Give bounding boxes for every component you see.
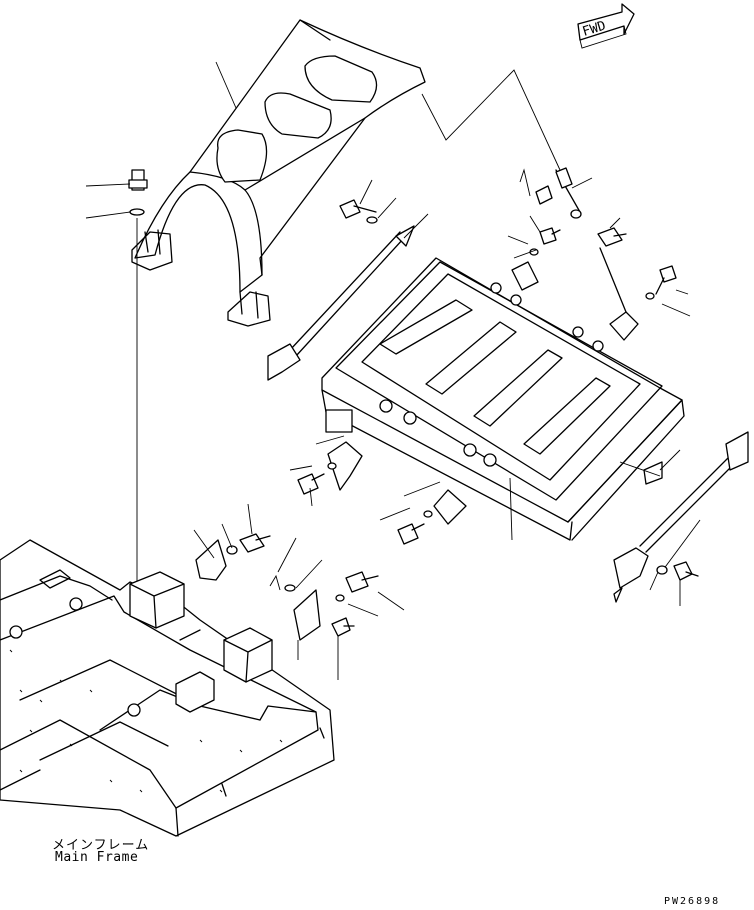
fender-cover: [131, 19, 426, 327]
radiator-fin-4: [523, 377, 611, 455]
radiator-unit: [321, 257, 685, 541]
radiator-fin-2: [425, 321, 517, 395]
cover-opening-3: [304, 55, 378, 103]
main-frame-label-jp: メインフレーム: [52, 838, 150, 853]
radiator-fin-1: [379, 299, 473, 355]
stay-rod-right: [613, 431, 749, 603]
stay-rod-left: [267, 213, 429, 381]
drawing-code: PW26898: [664, 896, 721, 907]
cover-opening-2: [264, 92, 332, 139]
cover-opening-1: [216, 129, 268, 183]
main-frame: [0, 539, 335, 837]
fwd-arrow-icon: FWD: [577, 3, 635, 49]
bolt-top-left: [85, 169, 148, 585]
fwd-arrow-label: FWD: [581, 19, 608, 40]
main-frame-label-en: Main Frame: [55, 850, 139, 865]
hardware-group: [193, 167, 699, 680]
radiator-fin-3: [473, 349, 563, 427]
